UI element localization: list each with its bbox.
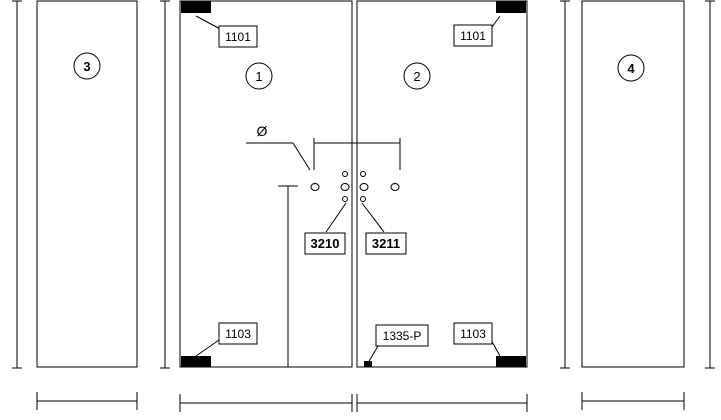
hinge-fittings xyxy=(181,1,526,367)
label-3211: 3211 xyxy=(372,236,400,251)
label-box-1103-left xyxy=(218,322,258,345)
label-box-3210 xyxy=(304,232,346,255)
width-dimension-left-door xyxy=(179,394,353,412)
fixed-panel-left xyxy=(36,0,138,368)
fixed-panel-right xyxy=(581,0,685,368)
leader-lines xyxy=(195,15,501,364)
panel-circle-1 xyxy=(245,62,273,90)
hinge-top-right xyxy=(496,1,526,13)
width-dimension-right-door xyxy=(356,394,528,412)
door-panel-left xyxy=(179,0,353,368)
panel-circle-4 xyxy=(617,54,645,82)
label-box-1101-left xyxy=(218,25,258,48)
label-1103-right: 1103 xyxy=(460,327,486,341)
panel-number-2: 2 xyxy=(413,69,420,84)
panel-circle-3 xyxy=(73,52,101,80)
height-dimension-door xyxy=(160,0,170,369)
hole xyxy=(360,171,366,177)
width-dimension-right-panel xyxy=(581,392,685,410)
panel-number-3: 3 xyxy=(83,59,90,74)
panel-circle-2 xyxy=(403,62,431,90)
diameter-symbol: Ø xyxy=(257,123,268,139)
label-box-1335p xyxy=(375,324,429,347)
height-dimension-right-outer xyxy=(705,0,715,369)
door-panel-right xyxy=(356,0,528,368)
height-dimension-right-inner xyxy=(560,0,570,369)
label-1335p: 1335-P xyxy=(383,329,422,343)
label-1101-right: 1101 xyxy=(460,29,486,43)
hole xyxy=(340,183,350,191)
label-1101-left: 1101 xyxy=(225,30,251,44)
hinge-bottom-right xyxy=(496,356,526,367)
lock-height-line xyxy=(278,185,298,367)
hole xyxy=(360,196,366,202)
hinge-top-left xyxy=(181,1,211,13)
panel-number-4: 4 xyxy=(627,61,635,76)
label-3210: 3210 xyxy=(311,236,340,251)
panel-number-1: 1 xyxy=(255,69,262,84)
label-box-1103-right xyxy=(453,322,493,345)
hole xyxy=(342,171,348,177)
label-1103-left: 1103 xyxy=(225,327,251,341)
label-box-3211 xyxy=(365,232,407,255)
hole-dimension-lines xyxy=(246,138,401,171)
handle-holes xyxy=(310,171,400,202)
height-dimension-left xyxy=(12,0,22,369)
floor-lock xyxy=(364,361,372,367)
hole xyxy=(342,196,348,202)
hole xyxy=(310,183,320,191)
hole xyxy=(390,183,400,191)
hinge-bottom-left xyxy=(181,356,211,367)
label-box-1101-right xyxy=(453,24,493,47)
hole xyxy=(359,183,369,191)
width-dimension-left-panel xyxy=(36,392,138,410)
